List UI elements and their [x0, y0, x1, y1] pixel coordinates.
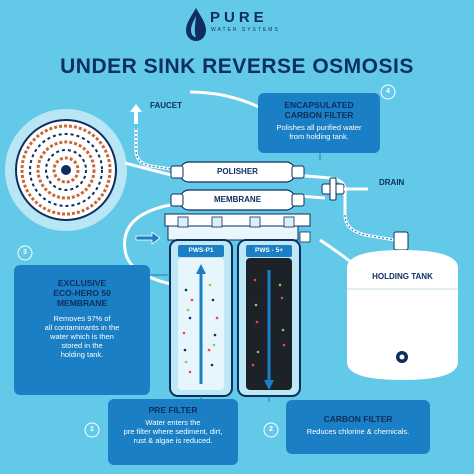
encapsulated-filter-callout: ENCAPSULATED CARBON FILTER Polishes all … [258, 100, 380, 141]
brand-name: PURE [210, 9, 268, 26]
number-badge-2 [263, 422, 279, 438]
membrane-title-line: MEMBRANE [56, 298, 108, 308]
membrane-body-line: holding tank. [60, 350, 104, 359]
number-badge-4 [380, 84, 396, 100]
membrane-body-line: Removes 97% of [53, 314, 111, 323]
encapsulated-title-line: ENCAPSULATED [284, 100, 354, 110]
drain-valve [321, 177, 368, 201]
membrane-title-line: ECO-HERO 50 [53, 288, 111, 298]
membrane-title-line: EXCLUSIVE [57, 278, 107, 288]
page-title: UNDER SINK REVERSE OSMOSIS [60, 55, 414, 78]
brand-tagline: WATER SYSTEMS [211, 27, 280, 33]
carbon-filter-cartridge [237, 239, 301, 397]
membrane-body-line: water which is then [50, 332, 114, 341]
badge-4-number: 4 [386, 88, 390, 95]
membrane-body-line: stored in the [61, 341, 103, 350]
pre-filter-body-line: pre filter where sediment, dirt, [123, 427, 223, 436]
pre-filter-body-line: rust & algae is reduced. [133, 436, 213, 445]
badge-1-number: 1 [90, 426, 94, 433]
membrane-callout-box [14, 265, 150, 395]
pre-filter-body-line: Water enters the [145, 418, 201, 427]
encapsulated-body-line: Polishes all purified water [276, 123, 362, 132]
holding-tank [347, 231, 458, 380]
encapsulated-filter-callout-box [258, 93, 380, 153]
membrane-housing [170, 189, 305, 211]
faucet-label: FAUCET [150, 101, 182, 110]
badge-3-number: 3 [23, 249, 27, 256]
drain-label: DRAIN [379, 178, 405, 187]
membrane-label: MEMBRANE [213, 195, 262, 204]
filter-manifold [164, 213, 311, 243]
pre-filter-cartridge-label: PWS-P1 [188, 247, 214, 254]
pre-filter-cartridge [169, 239, 233, 397]
carbon-filter-callout-box [286, 400, 430, 454]
pre-filter-callout-box [108, 399, 238, 465]
polisher-housing [170, 161, 305, 183]
carbon-filter-title: CARBON FILTER [323, 414, 393, 424]
number-badge-3 [17, 245, 33, 261]
carbon-filter-callout: CARBON FILTER Reduces chlorine & chemica… [286, 414, 430, 436]
badge-2-number: 2 [269, 426, 273, 433]
holding-tank-label: HOLDING TANK [372, 272, 433, 281]
encapsulated-body-line: from holding tank. [289, 132, 349, 141]
membrane-cross-section-circle [5, 109, 127, 231]
water-inlet-arrow-icon [135, 231, 161, 245]
number-badge-1 [84, 422, 100, 438]
membrane-callout: EXCLUSIVE ECO-HERO 50 MEMBRANE Removes 9… [14, 278, 150, 359]
polisher-label: POLISHER [217, 167, 258, 176]
encapsulated-title-line: CARBON FILTER [284, 110, 354, 120]
carbon-filter-cartridge-label: PWS - 5+ [255, 247, 283, 254]
faucet-arrow-icon [130, 104, 142, 124]
pre-filter-title: PRE FILTER [148, 405, 198, 415]
pre-filter-callout: PRE FILTER Water enters the pre filter w… [108, 405, 238, 445]
carbon-filter-body-line: Reduces chlorine & chemicals. [306, 427, 410, 436]
pure-logo-drop-icon [186, 8, 206, 41]
membrane-body-line: all contaminants in the [44, 323, 120, 332]
